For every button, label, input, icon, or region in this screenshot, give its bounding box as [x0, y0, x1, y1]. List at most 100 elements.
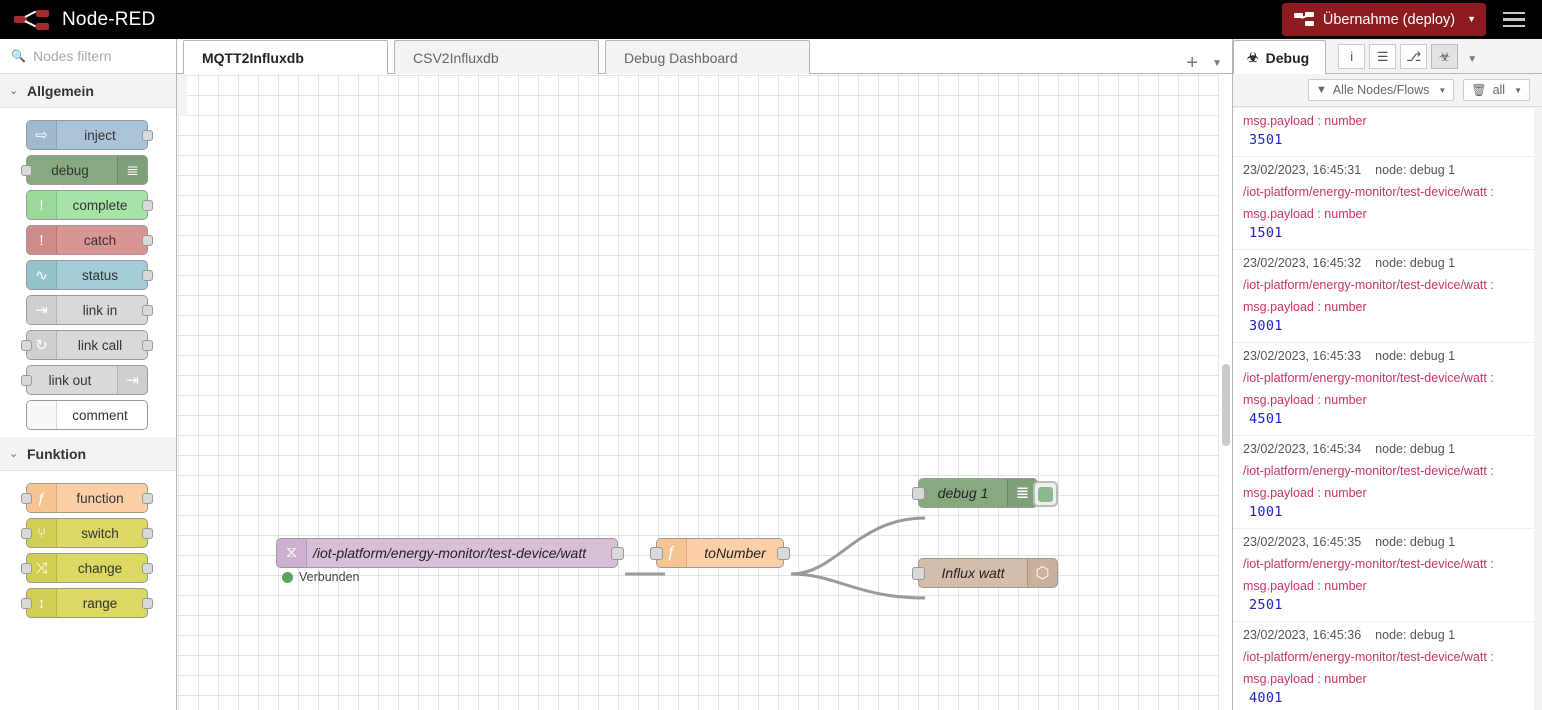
- debug-clear-label: all: [1493, 83, 1506, 97]
- canvas-vertical-scrollbar[interactable]: [1218, 74, 1232, 710]
- palette-search-input[interactable]: [33, 48, 163, 64]
- palette-node-label: catch: [57, 233, 147, 248]
- palette-node-switch[interactable]: ⑂switch: [26, 518, 148, 548]
- debug-message[interactable]: 23/02/2023, 16:45:32node: debug 1/iot-pl…: [1233, 250, 1534, 343]
- tab-debug-label: Debug: [1266, 50, 1310, 66]
- debug-scroll-gutter[interactable]: [1534, 108, 1542, 710]
- help-tab-button[interactable]: ☰: [1369, 44, 1396, 69]
- output-port[interactable]: [142, 130, 153, 141]
- output-port[interactable]: [142, 305, 153, 316]
- palette-node-complete[interactable]: !complete: [26, 190, 148, 220]
- output-port[interactable]: [142, 235, 153, 246]
- palette-node-debug[interactable]: debug≣: [26, 155, 148, 185]
- node-label: debug 1: [919, 485, 1007, 501]
- palette-node-inject[interactable]: ⇨inject: [26, 120, 148, 150]
- debug-message-list[interactable]: msg.payload : number3501 23/02/2023, 16:4…: [1233, 108, 1535, 710]
- palette-node-range[interactable]: ↕range: [26, 588, 148, 618]
- palette-category-label: Funktion: [27, 446, 86, 462]
- debug-toggle-button[interactable]: [1033, 481, 1058, 507]
- palette-node-link-call[interactable]: ↻link call: [26, 330, 148, 360]
- palette-node-function[interactable]: ƒfunction: [26, 483, 148, 513]
- app-header: Node-RED Übernahme (deploy) ▼: [0, 0, 1542, 39]
- input-port[interactable]: [912, 487, 925, 500]
- input-port[interactable]: [21, 165, 32, 176]
- mqtt-in-node[interactable]: ⧖/iot-platform/energy-monitor/test-devic…: [276, 538, 618, 568]
- input-port[interactable]: [21, 375, 32, 386]
- palette-node-link-out[interactable]: link out⇥: [26, 365, 148, 395]
- scrollbar-thumb[interactable]: [1222, 364, 1230, 446]
- input-port[interactable]: [21, 493, 32, 504]
- tab-actions: + ▼: [1186, 53, 1232, 73]
- info-icon: i: [1350, 49, 1353, 64]
- output-port[interactable]: [142, 563, 153, 574]
- book-icon: ☰: [1377, 49, 1389, 65]
- debug-message[interactable]: 23/02/2023, 16:45:31node: debug 1/iot-pl…: [1233, 157, 1534, 250]
- debug-message[interactable]: 23/02/2023, 16:45:36node: debug 1/iot-pl…: [1233, 622, 1534, 710]
- input-port[interactable]: [912, 567, 925, 580]
- deploy-button[interactable]: Übernahme (deploy) ▼: [1282, 3, 1486, 36]
- output-port[interactable]: [142, 493, 153, 504]
- input-port[interactable]: [21, 340, 32, 351]
- palette-node-link-in[interactable]: ⇥link in: [26, 295, 148, 325]
- output-port[interactable]: [142, 340, 153, 351]
- flow-canvas[interactable]: ⧖/iot-platform/energy-monitor/test-devic…: [177, 74, 1232, 710]
- debug-property: msg.payload : number: [1243, 579, 1524, 593]
- debug-value: 4001: [1243, 690, 1524, 706]
- debug-message-meta: 23/02/2023, 16:45:34node: debug 1: [1243, 442, 1524, 456]
- debug-filter-select[interactable]: ▼ Alle Nodes/Flows ▼: [1308, 79, 1454, 101]
- debug-message[interactable]: msg.payload : number3501: [1233, 108, 1534, 157]
- debug-message[interactable]: 23/02/2023, 16:45:33node: debug 1/iot-pl…: [1233, 343, 1534, 436]
- palette-search[interactable]: 🔍: [0, 39, 176, 74]
- output-port[interactable]: [142, 200, 153, 211]
- flow-tab-MQTT2Influxdb[interactable]: MQTT2Influxdb: [183, 40, 388, 74]
- palette-node-status[interactable]: ∿status: [26, 260, 148, 290]
- debug-property: msg.payload : number: [1243, 393, 1524, 407]
- debug-clear-button[interactable]: 🗑 all ▼: [1463, 79, 1530, 101]
- header-right: Übernahme (deploy) ▼: [1282, 0, 1542, 39]
- debug-message[interactable]: 23/02/2023, 16:45:34node: debug 1/iot-pl…: [1233, 436, 1534, 529]
- debug-message[interactable]: 23/02/2023, 16:45:35node: debug 1/iot-pl…: [1233, 529, 1534, 622]
- palette-node-catch[interactable]: !catch: [26, 225, 148, 255]
- palette-node-change[interactable]: ⤨change: [26, 553, 148, 583]
- debug-timestamp: 23/02/2023, 16:45:36: [1243, 628, 1361, 642]
- flow-tab-CSV2Influxdb[interactable]: CSV2Influxdb: [394, 40, 599, 74]
- output-port[interactable]: [611, 547, 624, 560]
- debug-value: 4501: [1243, 411, 1524, 427]
- palette-node-comment[interactable]: ○comment: [26, 400, 148, 430]
- input-port[interactable]: [21, 528, 32, 539]
- tab-debug[interactable]: ☣ Debug: [1233, 40, 1326, 74]
- git-branch-icon: ⎇: [1406, 49, 1421, 65]
- chevron-down-icon[interactable]: ▼: [1467, 15, 1476, 24]
- function-node-tonumber[interactable]: ƒtoNumber: [656, 538, 784, 568]
- chevron-down-icon[interactable]: ▼: [1467, 54, 1477, 65]
- output-port[interactable]: [777, 547, 790, 560]
- output-port[interactable]: [142, 598, 153, 609]
- input-port[interactable]: [650, 547, 663, 560]
- flow-tab-label: MQTT2Influxdb: [202, 50, 304, 66]
- input-port[interactable]: [21, 598, 32, 609]
- palette-node-label: range: [57, 596, 147, 611]
- main-menu-button[interactable]: [1486, 0, 1542, 39]
- plus-icon[interactable]: +: [1186, 53, 1198, 73]
- palette-node-label: link out: [27, 373, 117, 388]
- debug-tab-button[interactable]: ☣: [1431, 44, 1458, 69]
- flow-history-tab-button[interactable]: ⎇: [1400, 44, 1427, 69]
- palette-category-funktion[interactable]: ⌄Funktion: [0, 437, 176, 471]
- palette-node-label: debug: [27, 163, 117, 178]
- debug-node[interactable]: debug 1≣: [918, 478, 1038, 508]
- input-port[interactable]: [21, 563, 32, 574]
- output-port[interactable]: [142, 270, 153, 281]
- debug-timestamp: 23/02/2023, 16:45:31: [1243, 163, 1361, 177]
- debug-value: 1501: [1243, 225, 1524, 241]
- palette-node-list: ƒfunction ⑂switch ⤨change ↕range: [0, 471, 176, 625]
- output-port[interactable]: [142, 528, 153, 539]
- palette-node-label: status: [57, 268, 147, 283]
- debug-source-node: node: debug 1: [1375, 163, 1455, 177]
- influxdb-node[interactable]: Influx watt⬡: [918, 558, 1058, 588]
- info-tab-button[interactable]: i: [1338, 44, 1365, 69]
- flow-tab-Debug-Dashboard[interactable]: Debug Dashboard: [605, 40, 810, 74]
- bug-icon: ☣: [1247, 50, 1259, 66]
- debug-timestamp: 23/02/2023, 16:45:32: [1243, 256, 1361, 270]
- palette-category-allgemein[interactable]: ⌄Allgemein: [0, 74, 176, 108]
- chevron-down-icon[interactable]: ▼: [1212, 58, 1222, 69]
